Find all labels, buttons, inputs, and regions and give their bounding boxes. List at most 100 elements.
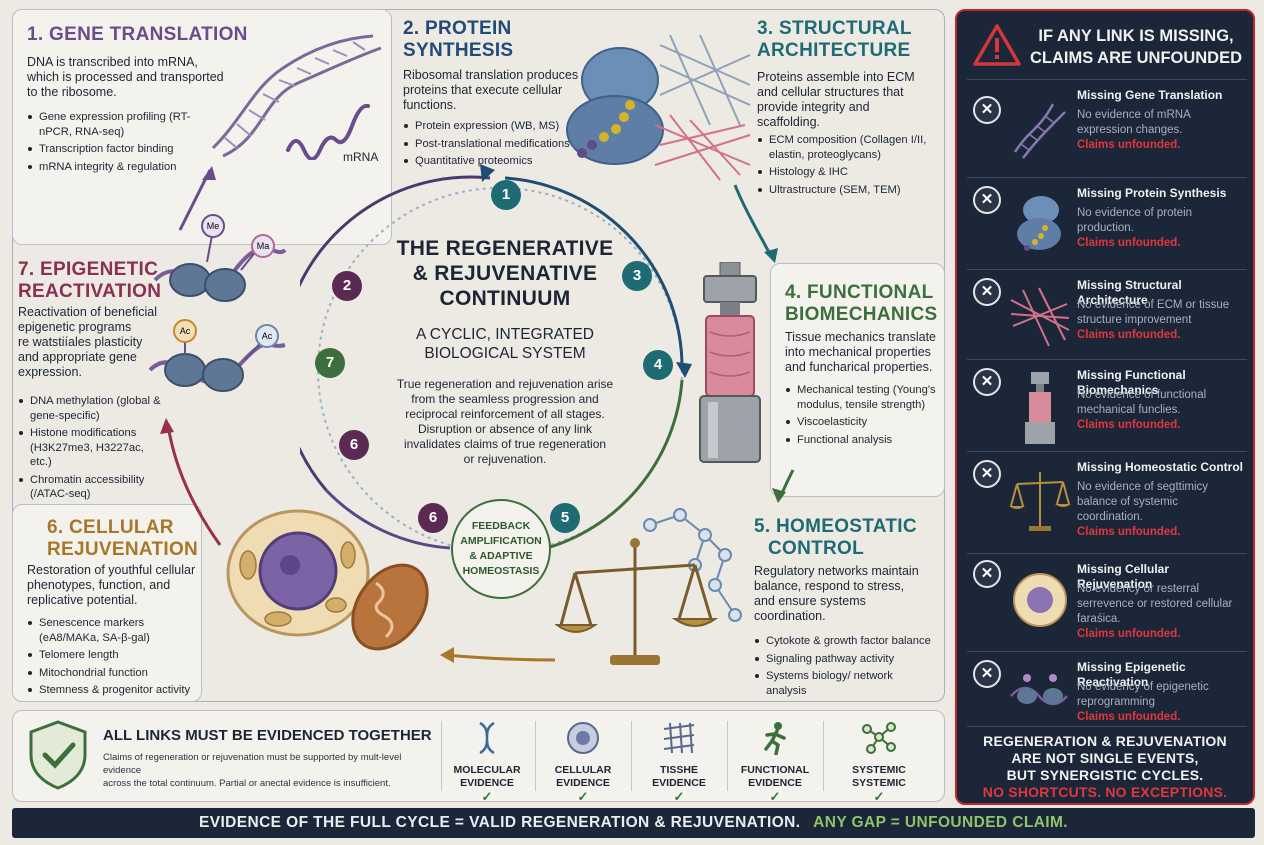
evidence-col-line2: EVIDENCE (556, 777, 610, 789)
dna-helix-icon (211, 34, 382, 158)
stage5-bullet: Systems biology/ network analysis (754, 669, 934, 698)
missing-item-claim: Claims unfounded. (1077, 711, 1181, 723)
stage7-panel: 7. EPIGENETIC REACTIVATION Reactivation … (12, 245, 182, 504)
stage5-desc-line2: balance, respond to stress, (754, 579, 905, 593)
missing-item-name: Missing Protein Synthesis (1077, 186, 1227, 200)
missing-item-claim: Claims unfounded. (1077, 526, 1181, 538)
evidence-col-line2: EVIDENCE (460, 777, 514, 789)
check-icon: ✓ (673, 789, 685, 804)
center-title-line2: & REJUVENATIVE (412, 262, 598, 285)
close-icon: ✕ (973, 460, 1001, 488)
close-icon: ✕ (973, 278, 1001, 306)
missing-item-biomechanics: ✕ Missing Functional Biomechanics No evi… (967, 359, 1247, 457)
balance-scale-icon (1009, 472, 1071, 531)
evidence-col-line2: EVIDENCE (748, 777, 802, 789)
cycle-node-4: 4 (643, 350, 673, 380)
evidence-col-line1: TISSHE (660, 764, 698, 776)
cycle-node-6b: 6 (418, 503, 448, 533)
center-subtitle-line1: A CYCLIC, INTEGRATED (416, 326, 594, 343)
missing-item-name: Missing Structural Architecture (1077, 278, 1182, 307)
cycle-node-5: 5 (550, 503, 580, 533)
cycle-node-2: 2 (332, 271, 362, 301)
stage3-desc-line3: provide integrity and (757, 100, 870, 114)
check-icon: ✓ (769, 789, 781, 804)
center-desc-line6: or rejuvenation. (463, 452, 547, 466)
missing-item-claim: Claims unfounded. (1077, 628, 1181, 640)
mrna-strand-icon (286, 103, 370, 160)
evidence-col-line2: SYSTEMIC (852, 777, 906, 789)
stage7-desc-line4: and appropriate gene (18, 350, 137, 364)
warning-triangle-icon (973, 24, 1021, 66)
missing-item-structural: ✕ Missing Structural Architecture No evi… (967, 269, 1247, 367)
center-block: THE REGENERATIVE & REJUVENATIVE CONTINUU… (380, 236, 630, 467)
stage5-bullet: Cytokote & growth factor balance (754, 634, 934, 649)
ecm-mesh-icon (1010, 287, 1070, 347)
evidence-desc-line1: Claims of regeneration or rejuvenation m… (103, 752, 402, 776)
panel-footer-line4: NO SHORTCUTS. NO EXCEPTIONS. (982, 784, 1228, 800)
stage1-bullet: mRNA integrity & regulation (27, 160, 207, 175)
center-desc-line2: from the seamless progression and (411, 392, 599, 406)
stage5-title-line1: 5. HOMEOSTATIC (754, 516, 917, 537)
stage2-title: 2. PROTEIN SYNTHESIS (403, 18, 514, 61)
mrna-label: mRNA (343, 150, 379, 164)
stage1-desc-line3: to the ribosome. (27, 85, 117, 99)
missing-item-desc: No evidence of segttimicy balance of sys… (1077, 481, 1209, 523)
stage3-desc-line1: Proteins assemble into ECM (757, 70, 915, 84)
stage3-bullet: ECM composition (Collagen I/II, elastin,… (757, 133, 937, 162)
stage1-bullet: Gene expression profiling (RT-nPCR, RNA-… (27, 110, 207, 139)
panel-footer-line2: ARE NOT SINGLE EVENTS, (1011, 750, 1199, 766)
tissue-mesh-icon (663, 722, 695, 754)
stage3-title-line2: ARCHITECTURE (757, 40, 911, 61)
stage7-desc-line3: re watstiíales plasticity (18, 335, 143, 349)
missing-item-desc: No evidence of mRNA expression changes. (1077, 109, 1191, 136)
stage7-desc-line2: epigenetic programs (18, 320, 132, 334)
stage2-desc-line1: Ribosomal translation produces (403, 68, 579, 82)
feedback-line1: FEEDBACK (471, 520, 531, 532)
stage5-desc-line4: coordination. (754, 609, 826, 623)
center-desc-line4: Disruption or absence of any link (417, 422, 593, 436)
stage4-bullet: Mechanical testing (Young's modulus, ten… (785, 383, 940, 412)
stage3-bullet: Ultrastructure (SEM, TEM) (757, 183, 937, 198)
missing-item-claim: Claims unfounded. (1077, 419, 1181, 431)
stage2-bullet: Quantitative proteomics (403, 154, 593, 169)
evidence-col-line1: SYSTEMIC (852, 764, 906, 776)
evidence-col-tissue: TISSHE EVIDENCE ✓ (633, 721, 725, 804)
stage7-bullet: Histone modifications (H3K27me3, H3227ac… (18, 426, 168, 470)
stage2-desc-line3: functions. (403, 98, 457, 112)
histone-tag: Me (207, 221, 220, 231)
stage4-bullet: Viscoelasticity (785, 415, 940, 430)
panel-header-line1: IF ANY LINK IS MISSING, (1038, 27, 1234, 45)
panel-footer-line3: BUT SYNERGISTIC CYCLES. (1006, 767, 1204, 783)
panel-footer-line1: REGENERATION & REJUVENATION (983, 733, 1227, 749)
stage1-bullet: Transcription factor binding (27, 142, 207, 157)
missing-item-claim: Claims unfounded. (1077, 237, 1181, 249)
cell-small-icon (567, 722, 599, 754)
ribosome-icon (1017, 196, 1061, 251)
panel-header-line2: CLAIMS ARE UNFOUNDED (1029, 49, 1243, 67)
missing-item-gene: ✕ Missing Gene Translation No evidence o… (967, 79, 1247, 177)
cycle-node-3: 3 (622, 261, 652, 291)
histone-tag: Ma (257, 241, 270, 251)
missing-item-epigenetic: ✕ Missing Epigenetic Reactivation No evi… (967, 651, 1247, 723)
missing-item-name: Missing Functional Biomechanics (1077, 368, 1186, 397)
cycle-ring (300, 164, 692, 553)
stage4-bullet: Functional analysis (785, 433, 940, 448)
stage6-desc-line3: replicative potential. (27, 593, 138, 607)
check-icon: ✓ (481, 789, 493, 804)
cycle-node-6a: 6 (339, 430, 369, 460)
missing-item-claim: Claims unfounded. (1077, 139, 1181, 151)
feedback-badge: FEEDBACK AMPLIFICATION & ADAPTIVE HOMEOS… (451, 499, 551, 599)
balance-scale-icon (555, 508, 742, 665)
check-icon: ✓ (873, 789, 885, 804)
center-subtitle-line2: BIOLOGICAL SYSTEM (424, 345, 586, 362)
histone-tag: Ac (180, 326, 191, 336)
center-desc-line1: True regeneration and rejuvenation arise (396, 377, 614, 391)
stage7-title-line2: REACTIVATION (18, 281, 162, 302)
feedback-line2: AMPLIFICATION (460, 535, 542, 547)
stage4-desc-line3: and funcharical properties. (785, 360, 933, 374)
stage3-block: 3. STRUCTURAL ARCHITECTURE Proteins asse… (757, 18, 937, 200)
center-title-line3: CONTINUUM (439, 287, 571, 310)
missing-item-desc: No evidency of epigenetic reprogramming (1077, 681, 1209, 708)
ribosome-icon (566, 34, 751, 181)
stage6-title-line1: 6. CELLULAR (47, 517, 174, 538)
